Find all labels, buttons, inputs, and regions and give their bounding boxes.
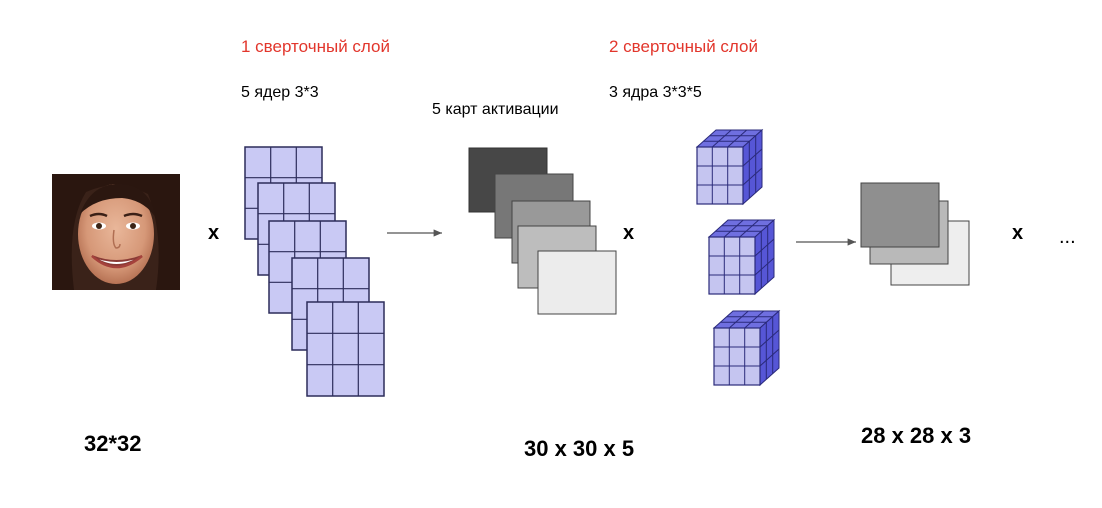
kernel-cube-icon: [712, 309, 781, 387]
size2-label: 28 x 28 x 3: [861, 423, 972, 448]
multiply-operator-3: x: [1012, 222, 1024, 244]
kernel-cube-icon: [707, 218, 776, 296]
input-face-image: [52, 174, 180, 290]
activation-map: [537, 250, 617, 315]
kernel-cube-icon: [695, 128, 764, 206]
activation-map-stack: [468, 147, 617, 315]
size1-label: 30 x 30 x 5: [524, 436, 635, 461]
layer1-kernels-label: 5 ядер 3*3: [241, 84, 319, 101]
multiply-operator-2: x: [623, 222, 635, 244]
layer2-title: 2 сверточный слой: [609, 37, 758, 56]
layer1-title: 1 сверточный слой: [241, 37, 390, 56]
layer1-kernel-stack: [244, 146, 385, 397]
ellipsis: ...: [1059, 226, 1076, 248]
input-size-label: 32*32: [84, 431, 142, 456]
kernel-grid-icon: [306, 301, 385, 397]
activation-maps-label: 5 карт активации: [432, 101, 559, 118]
layer2-kernels-label: 3 ядра 3*3*5: [609, 84, 702, 101]
output-map-stack: [860, 182, 970, 286]
layer2-kernel-stack: [695, 128, 781, 387]
multiply-operator-1: x: [208, 222, 220, 244]
output-map: [860, 182, 940, 248]
